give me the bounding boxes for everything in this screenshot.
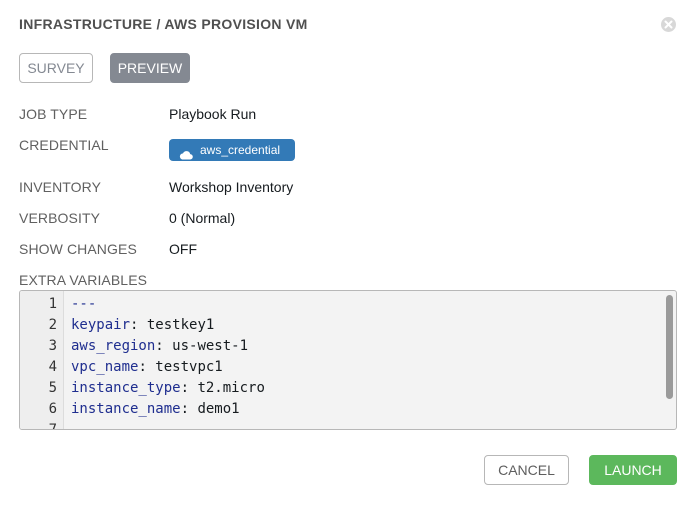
yaml-key: keypair <box>71 317 131 333</box>
yaml-key: aws_region <box>71 338 156 354</box>
yaml-value: us-west-1 <box>172 338 249 354</box>
credential-label: CREDENTIAL <box>19 137 109 153</box>
yaml-key: vpc_name <box>71 359 139 375</box>
code-line: 7 <box>20 420 660 430</box>
line-number: 3 <box>48 338 57 354</box>
line-number: 5 <box>48 380 57 396</box>
cancel-button[interactable]: CANCEL <box>484 455 569 485</box>
code-line: 5 instance_type: t2.micro <box>20 378 660 399</box>
scrollbar-thumb[interactable] <box>666 295 673 399</box>
code-line: 4 vpc_name: testvpc1 <box>20 357 660 378</box>
inventory-value: Workshop Inventory <box>169 179 294 195</box>
line-number: 7 <box>48 422 57 430</box>
code-line: 6 instance_name: demo1 <box>20 399 660 420</box>
inventory-label: INVENTORY <box>19 179 102 195</box>
extra-variables-label: EXTRA VARIABLES <box>19 272 148 288</box>
credential-tag: aws_credential <box>169 139 295 161</box>
editor-scrollbar[interactable] <box>664 293 675 427</box>
cloud-icon <box>179 145 193 167</box>
dialog-title: INFRASTRUCTURE / AWS PROVISION VM <box>19 16 308 32</box>
yaml-value: t2.micro <box>197 380 265 396</box>
yaml-value: testvpc1 <box>155 359 223 375</box>
close-icon[interactable] <box>661 17 676 32</box>
job-type-label: JOB TYPE <box>19 106 88 122</box>
show-changes-value: OFF <box>169 241 197 257</box>
code-line: 2 keypair: testkey1 <box>20 315 660 336</box>
line-number: 4 <box>48 359 57 375</box>
show-changes-label: SHOW CHANGES <box>19 241 137 257</box>
extra-variables-editor[interactable]: 1 --- 2 keypair: testkey1 3 aws_region: … <box>19 290 677 430</box>
yaml-value: testkey1 <box>146 317 215 333</box>
line-number-gutter <box>20 291 64 429</box>
line-number: 1 <box>48 296 57 312</box>
yaml-value: demo1 <box>197 401 240 417</box>
launch-button[interactable]: LAUNCH <box>589 455 677 485</box>
yaml-key: instance_type <box>71 380 181 396</box>
line-number: 6 <box>48 401 57 417</box>
tab-preview[interactable]: PREVIEW <box>110 53 190 83</box>
code-line: 1 --- <box>20 294 660 315</box>
code-line: 3 aws_region: us-west-1 <box>20 336 660 357</box>
yaml-key: instance_name <box>71 401 181 417</box>
verbosity-label: VERBOSITY <box>19 210 101 226</box>
job-type-value: Playbook Run <box>169 106 257 122</box>
tab-survey[interactable]: SURVEY <box>19 53 93 83</box>
credential-value: aws_credential <box>200 143 281 157</box>
yaml-doc-start: --- <box>71 296 97 312</box>
verbosity-value: 0 (Normal) <box>169 210 236 226</box>
line-number: 2 <box>48 317 57 333</box>
